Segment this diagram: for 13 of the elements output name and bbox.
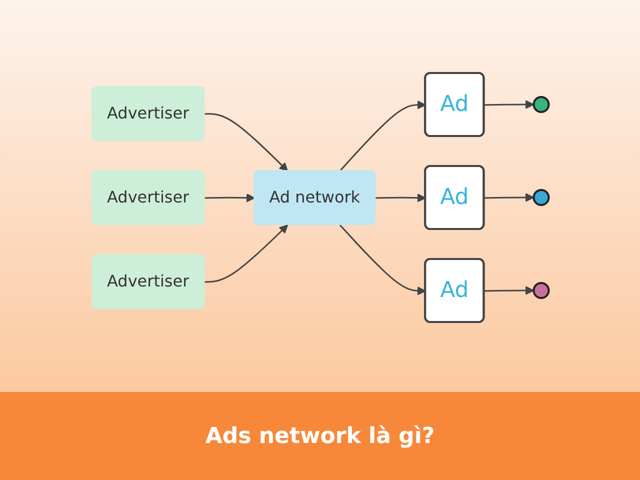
- arrow: [375, 193, 426, 202]
- arrow: [484, 100, 534, 109]
- node-person: [532, 189, 550, 206]
- arrow: [484, 193, 534, 202]
- arrow: [339, 224, 426, 296]
- arrow: [204, 224, 288, 283]
- arrow: [204, 193, 255, 202]
- arrow: [204, 113, 288, 172]
- arrow: [484, 286, 534, 295]
- node-person: [532, 282, 550, 299]
- arrow: [339, 100, 426, 172]
- caption: Ads network là gì?: [205, 424, 435, 448]
- node-person: [532, 96, 550, 113]
